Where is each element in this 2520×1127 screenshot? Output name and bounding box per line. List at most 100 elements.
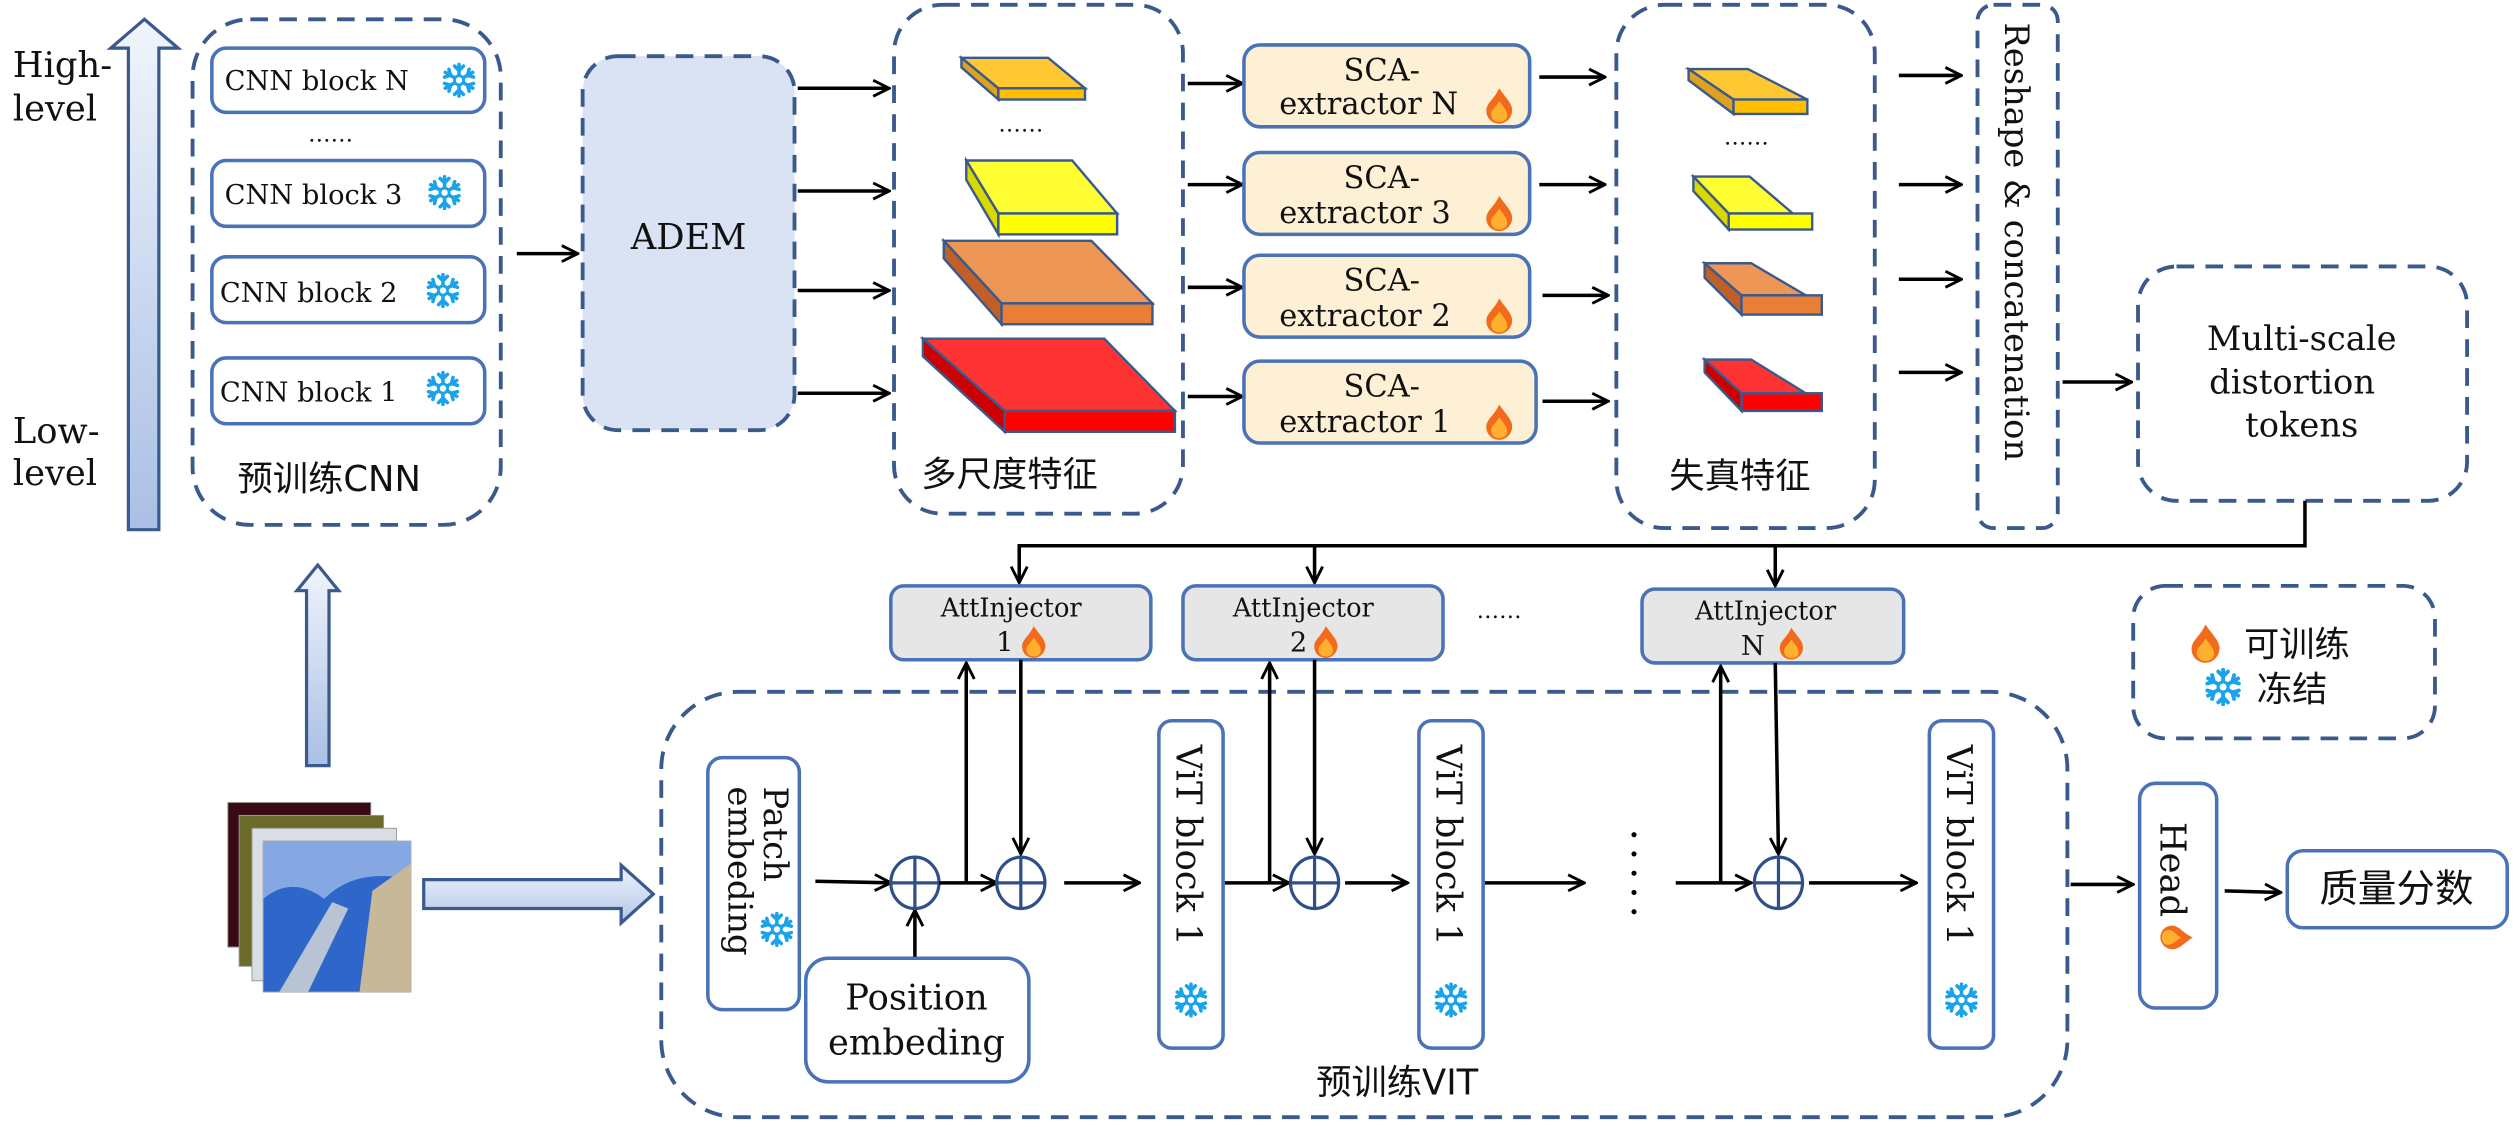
- cnn-block-label: CNN block 1: [220, 377, 398, 408]
- sca-label-line2: extractor N: [1279, 87, 1458, 122]
- cnn-block-label: CNN block 3: [225, 180, 403, 211]
- distortion-group-border: [1614, 2, 1877, 531]
- cnn-block-3[interactable]: CNN block 3: [210, 158, 487, 229]
- att-injector-1[interactable]: AttInjector 1: [889, 584, 1153, 662]
- distortion-feature-group: …… 失真特征: [1614, 2, 1877, 531]
- low-level-label-2: level: [13, 453, 97, 494]
- distortion-map-n: [1684, 66, 1809, 117]
- att-injector-label-line2: 2: [1290, 628, 1307, 659]
- vit-ellipsis-vertical: [1631, 832, 1637, 915]
- distortion-to-reshape-arrows: [1898, 75, 1962, 372]
- cnn-block-label: CNN block N: [225, 66, 409, 97]
- sca-extractor-2[interactable]: SCA- extractor 2: [1242, 253, 1532, 339]
- tokens-label-line1: Multi-scale: [2207, 319, 2397, 358]
- high-level-label-1: High-: [13, 45, 112, 86]
- head[interactable]: Head: [2137, 781, 2219, 1010]
- distortion-map-2: [1701, 260, 1824, 318]
- vit-block-c[interactable]: ViT block 1: [1927, 718, 1996, 1050]
- sca-label-line2: extractor 2: [1279, 299, 1451, 334]
- multiscale-feature-group: …… 多尺度特征: [892, 2, 1185, 516]
- distortion-ellipsis: ……: [1724, 124, 1769, 150]
- legend: 可训练 冻结: [2131, 583, 2437, 741]
- token-distribution-lines: [1019, 500, 2307, 586]
- feature-to-sca-arrows: [1187, 83, 1243, 396]
- multiscale-group-title: 多尺度特征: [921, 454, 1098, 495]
- sca-label-line1: SCA-: [1343, 264, 1420, 299]
- cnn-group-border: [190, 17, 503, 527]
- vit-block-label: ViT block 1: [1938, 744, 1979, 946]
- quality-score-label: 质量分数: [2319, 867, 2473, 912]
- multiscale-group-border: [892, 2, 1185, 516]
- att-injector-label-line1: AttInjector: [940, 593, 1083, 623]
- sca-extractor-3[interactable]: SCA- extractor 3: [1242, 150, 1532, 237]
- feature-map-n: [958, 55, 1089, 103]
- vit-group-title: 预训练VIT: [1316, 1063, 1478, 1104]
- flame-icon: [2191, 624, 2220, 663]
- high-level-label-2: level: [13, 88, 97, 129]
- att-injector-label-line1: AttInjector: [1694, 597, 1837, 627]
- feature-map-1: [919, 336, 1178, 435]
- add-node-injector-2: [1288, 855, 1341, 911]
- position-embedding-label-line2: embeding: [828, 1023, 1005, 1064]
- adem-output-arrows: [797, 88, 889, 393]
- att-injector-ellipsis: ……: [1477, 598, 1522, 624]
- images-to-vit-arrow-icon: [422, 861, 656, 927]
- tokens-label-line3: tokens: [2245, 406, 2358, 445]
- vit-block-a[interactable]: ViT block 1: [1157, 718, 1225, 1050]
- legend-trainable-label: 可训练: [2244, 625, 2350, 666]
- cnn-block-label: CNN block 2: [220, 278, 398, 309]
- distortion-map-3: [1690, 173, 1814, 233]
- sca-extractor-1[interactable]: SCA- extractor 1: [1242, 359, 1538, 445]
- low-level-label-1: Low-: [13, 411, 100, 452]
- patch-embedding-label-line1: Patch: [756, 787, 795, 882]
- cnn-group-title: 预训练CNN: [238, 459, 421, 500]
- vit-flow: [815, 659, 2281, 957]
- quality-score-output[interactable]: 质量分数: [2285, 848, 2509, 930]
- position-embedding[interactable]: Position embeding: [803, 956, 1031, 1084]
- sca-label-line2: extractor 3: [1279, 196, 1451, 231]
- input-image-stack: [227, 802, 412, 993]
- sca-to-distortion-arrows: [1539, 77, 1608, 401]
- sca-label-line1: SCA-: [1343, 369, 1420, 404]
- cnn-block-1[interactable]: CNN block 1: [210, 356, 487, 426]
- att-injector-2[interactable]: AttInjector 2: [1181, 584, 1445, 662]
- head-label: Head: [2151, 822, 2192, 917]
- patch-embedding-label-line2: embeding: [721, 787, 760, 956]
- sca-extractor-n[interactable]: SCA- extractor N: [1242, 43, 1532, 129]
- adem-module[interactable]: ADEM: [580, 54, 797, 433]
- cnn-block-n[interactable]: CNN block N: [210, 46, 487, 115]
- add-node-injector-n: [1752, 855, 1805, 911]
- att-injector-label-line1: AttInjector: [1232, 593, 1375, 623]
- multiscale-distortion-tokens[interactable]: Multi-scale distortion tokens: [2136, 264, 2469, 503]
- sca-label-line2: extractor 1: [1279, 405, 1451, 440]
- add-node-injector-1: [995, 855, 1047, 911]
- level-axis: High- level Low- level: [13, 17, 183, 532]
- cnn-block-2[interactable]: CNN block 2: [210, 255, 487, 325]
- feature-map-3: [964, 156, 1120, 239]
- distortion-group-title: 失真特征: [1669, 456, 1810, 497]
- cnn-ellipsis: ……: [308, 121, 353, 147]
- vit-group-border: [659, 689, 2070, 1120]
- pretrained-vit-group: 预训练VIT: [659, 689, 2070, 1120]
- att-injector-label-line2: 1: [996, 628, 1013, 659]
- patch-embedding[interactable]: Patch embeding: [706, 755, 802, 1012]
- snowflake-icon: [2205, 667, 2241, 707]
- multiscale-ellipsis: ……: [998, 112, 1043, 138]
- sca-label-line1: SCA-: [1343, 53, 1420, 88]
- pretrained-cnn-group: CNN block N …… CNN block 3 CNN block 2 C…: [190, 17, 503, 527]
- add-node-position: [889, 855, 941, 911]
- reshape-label: Reshape & concatenation: [1997, 22, 2036, 461]
- feature-map-2: [941, 237, 1156, 328]
- adem-label: ADEM: [630, 217, 747, 258]
- tokens-label-line2: distortion: [2209, 362, 2375, 401]
- att-injector-label-line2: N: [1741, 631, 1765, 662]
- att-injector-n[interactable]: AttInjector N: [1640, 587, 1906, 665]
- reshape-concatenation[interactable]: Reshape & concatenation: [1975, 2, 2060, 531]
- legend-frozen-label: 冻结: [2257, 669, 2328, 710]
- vit-block-label: ViT block 1: [1168, 744, 1209, 946]
- vit-block-b[interactable]: ViT block 1: [1417, 718, 1485, 1050]
- position-embedding-label-line1: Position: [845, 978, 987, 1019]
- sca-label-line1: SCA-: [1343, 161, 1420, 196]
